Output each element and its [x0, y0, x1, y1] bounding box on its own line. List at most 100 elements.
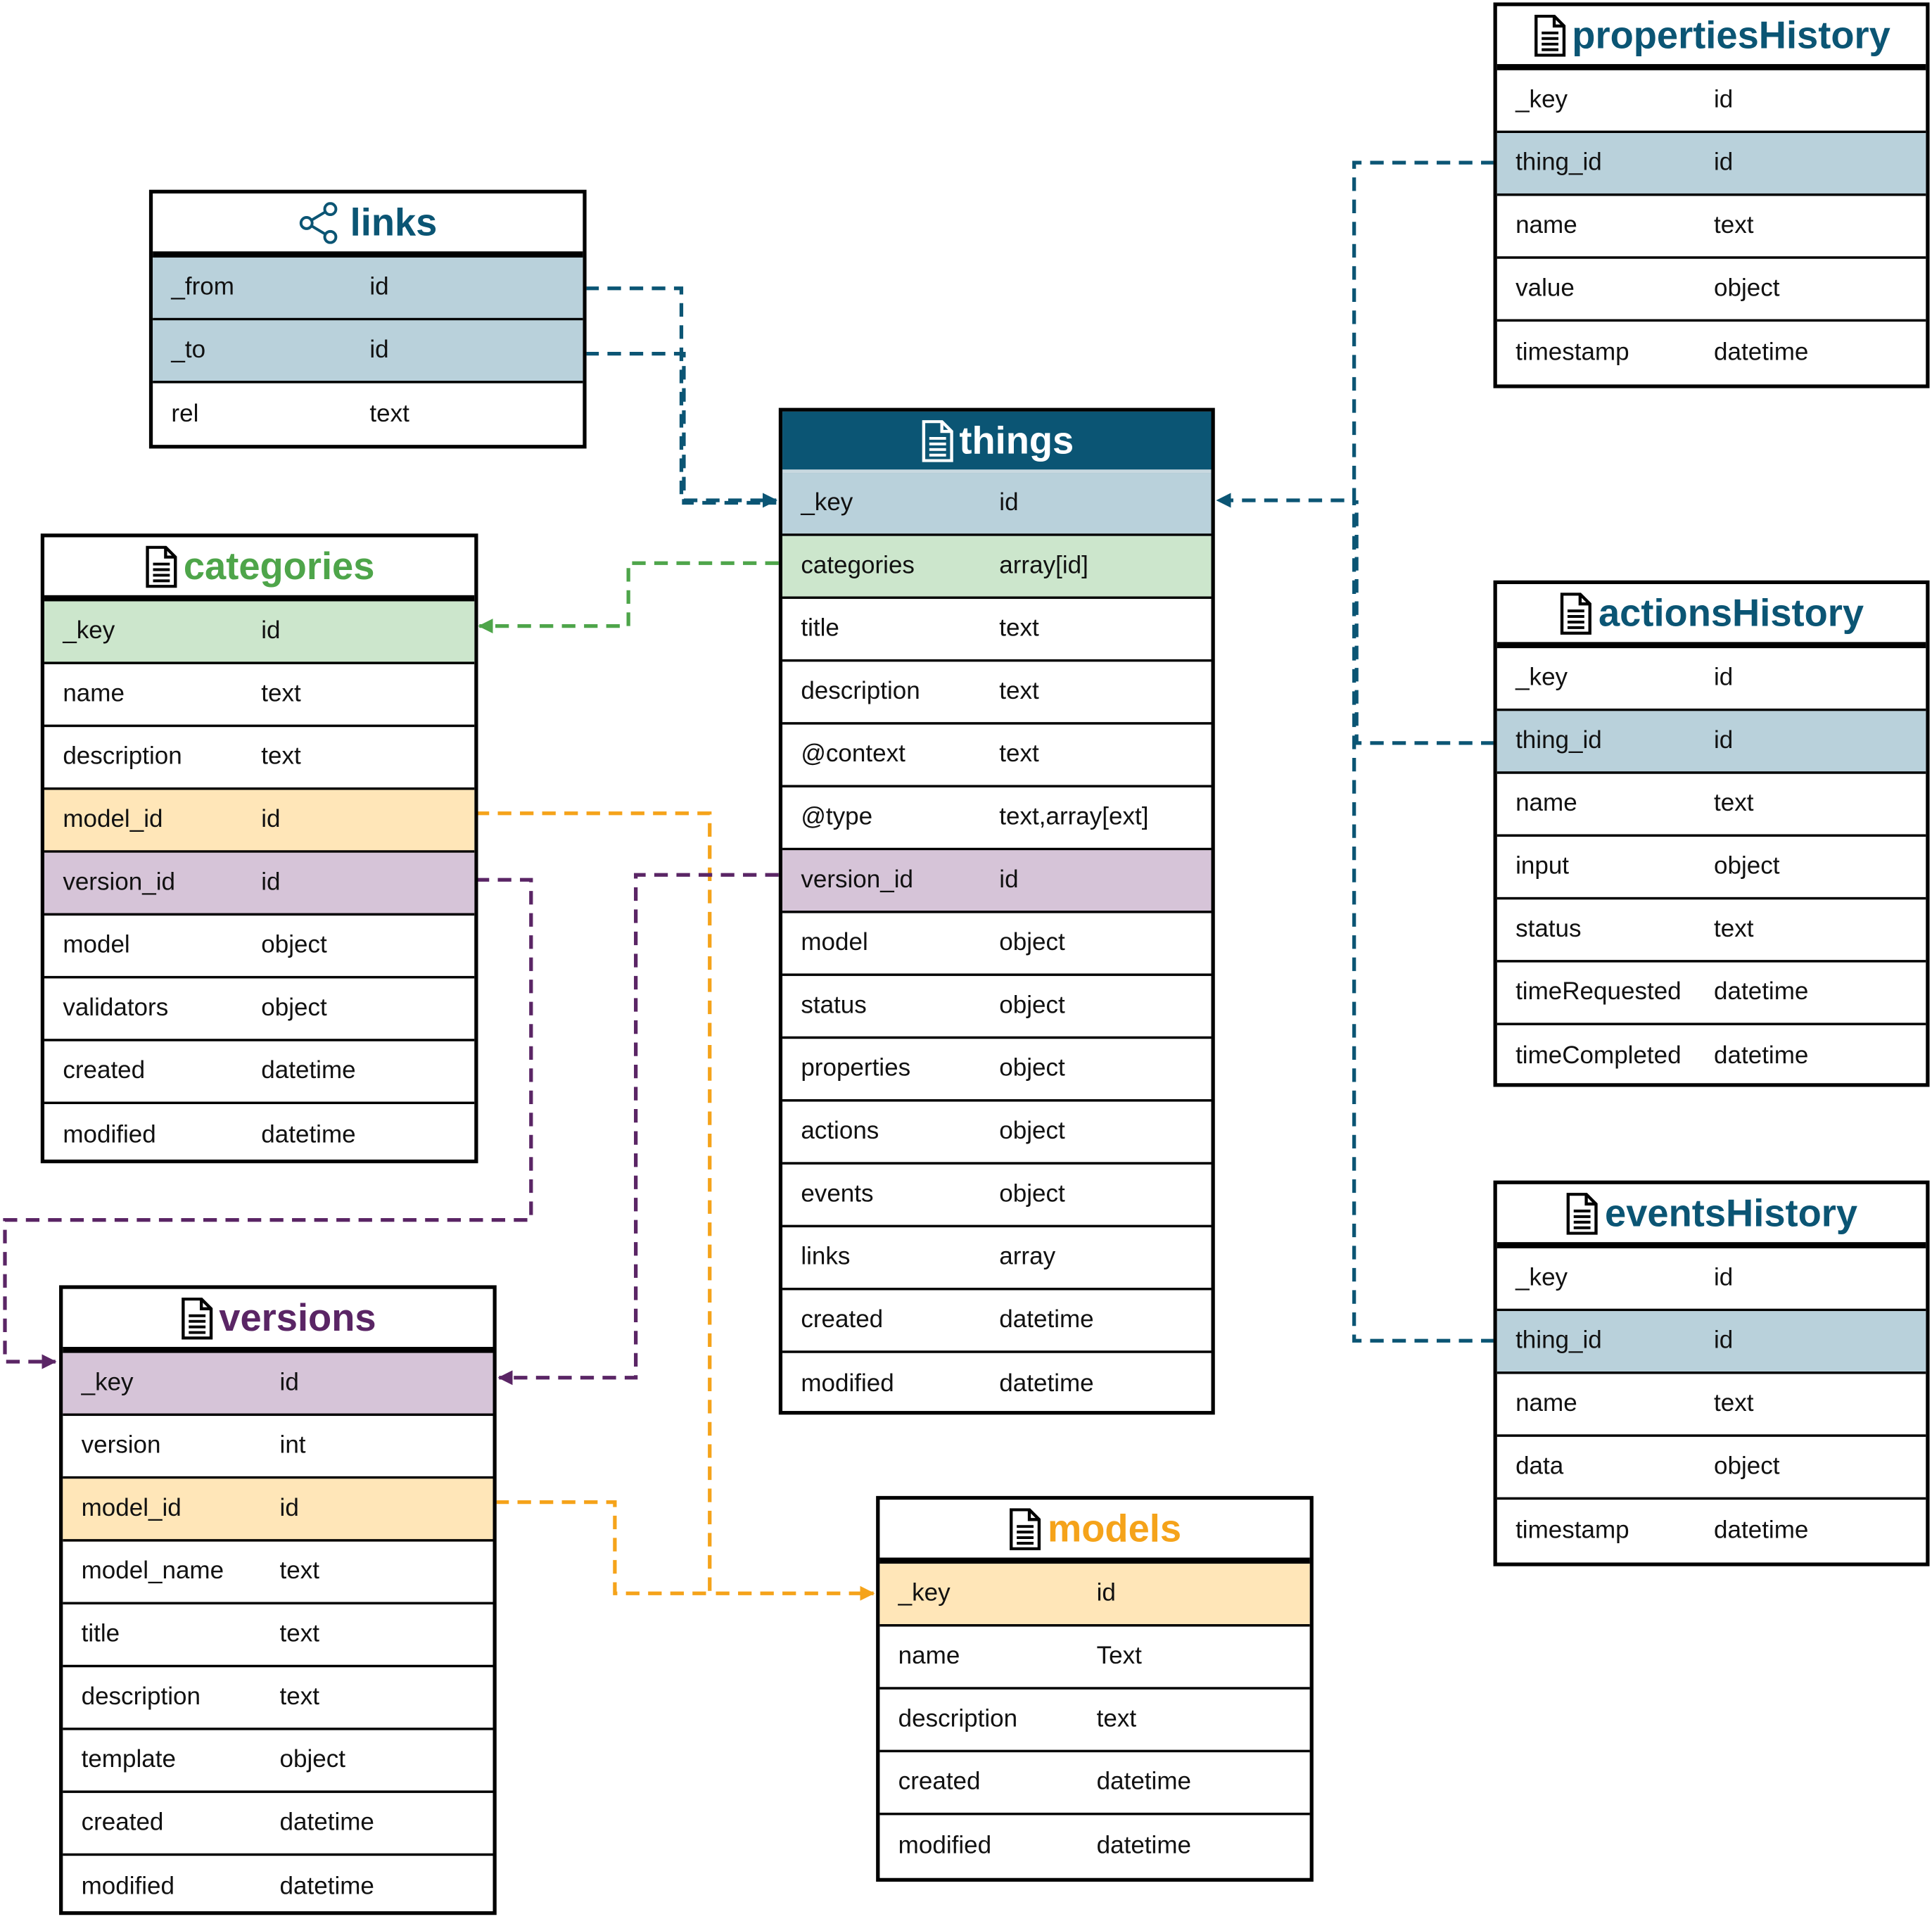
field-name: name	[1515, 212, 1577, 239]
table-row[interactable]: model_id id	[63, 1478, 493, 1542]
field-name: validators	[63, 994, 169, 1022]
field-name: properties	[801, 1054, 911, 1082]
field-type: text	[999, 740, 1039, 768]
field-type: id	[999, 489, 1019, 517]
field-type: text	[261, 742, 301, 771]
field-name: events	[801, 1180, 874, 1208]
field-name: timeCompleted	[1515, 1042, 1682, 1070]
field-type: text	[999, 678, 1039, 705]
field-name: status	[1515, 916, 1582, 943]
table-row[interactable]: properties object	[782, 1039, 1212, 1102]
field-type: object	[999, 1054, 1065, 1082]
field-name: modified	[801, 1370, 894, 1398]
field-type: datetime	[999, 1306, 1094, 1334]
field-type: id	[1096, 1579, 1116, 1607]
field-name: model_name	[81, 1557, 224, 1585]
field-name: status	[801, 992, 867, 1020]
field-name: _key	[81, 1369, 134, 1397]
field-name: thing_id	[1515, 1326, 1602, 1355]
table-title: actionsHistory	[1598, 590, 1864, 634]
field-type: id	[279, 1495, 299, 1522]
table-row[interactable]: @context text	[782, 725, 1212, 787]
field-name: @type	[801, 803, 873, 831]
field-name: timeRequested	[1515, 978, 1682, 1006]
field-name: timestamp	[1515, 338, 1629, 367]
properties-history-to-things	[1216, 160, 1495, 508]
table-title: models	[1047, 1506, 1182, 1550]
table-header: actionsHistory	[1496, 584, 1926, 649]
field-name: model_id	[81, 1495, 182, 1522]
document-icon	[146, 545, 177, 588]
field-name: created	[898, 1768, 981, 1796]
field-name: modified	[898, 1832, 992, 1860]
field-type: text	[1714, 1390, 1754, 1417]
field-type: object	[999, 929, 1065, 956]
document-icon	[1534, 14, 1565, 56]
field-name: @context	[801, 740, 905, 768]
